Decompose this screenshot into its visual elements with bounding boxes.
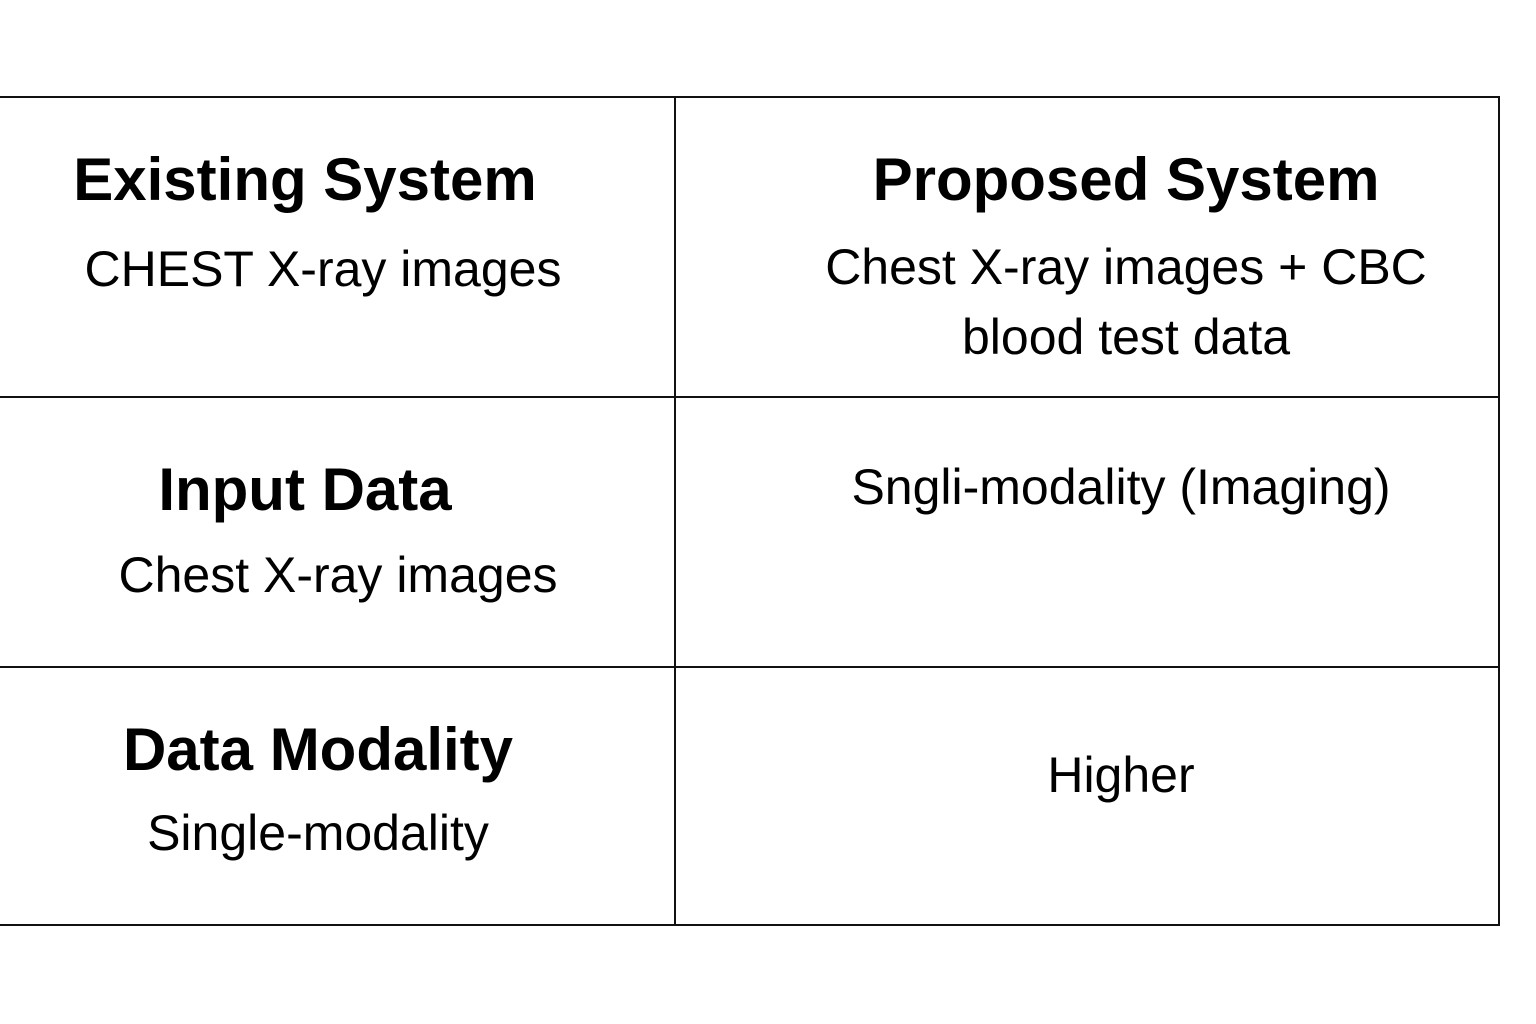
- cell-text: Sngli-modality (Imaging): [851, 459, 1391, 515]
- table-cell-modality-imaging: Sngli-modality (Imaging): [674, 396, 1500, 668]
- cell-heading: Proposed System: [872, 146, 1380, 213]
- cell-text: Single-modality: [147, 805, 489, 861]
- table-cell-existing-system: Existing System CHEST X-ray images: [0, 96, 676, 398]
- cell-text: CHEST X-ray images: [84, 241, 562, 297]
- cell-heading: Data Modality: [122, 716, 514, 783]
- cell-heading: Input Data: [158, 456, 452, 523]
- table-cell-higher: Higher: [674, 666, 1500, 926]
- cell-text: Chest X-ray images: [118, 547, 558, 603]
- cell-heading: Existing System: [73, 146, 537, 213]
- comparison-table: Existing System CHEST X-ray images Propo…: [0, 96, 1500, 926]
- table-cell-data-modality: Data Modality Single-modality: [0, 666, 676, 926]
- table-row: Data Modality Single-modality Higher: [0, 666, 1500, 926]
- table-row: Input Data Chest X-ray images Sngli-moda…: [0, 396, 1500, 668]
- table-row: Existing System CHEST X-ray images Propo…: [0, 96, 1500, 398]
- cell-text: Higher: [1047, 747, 1195, 803]
- cell-text: Chest X-ray images + CBC blood test data: [825, 239, 1427, 365]
- table-cell-input-data: Input Data Chest X-ray images: [0, 396, 676, 668]
- table-cell-proposed-system: Proposed System Chest X-ray images + CBC…: [674, 96, 1500, 398]
